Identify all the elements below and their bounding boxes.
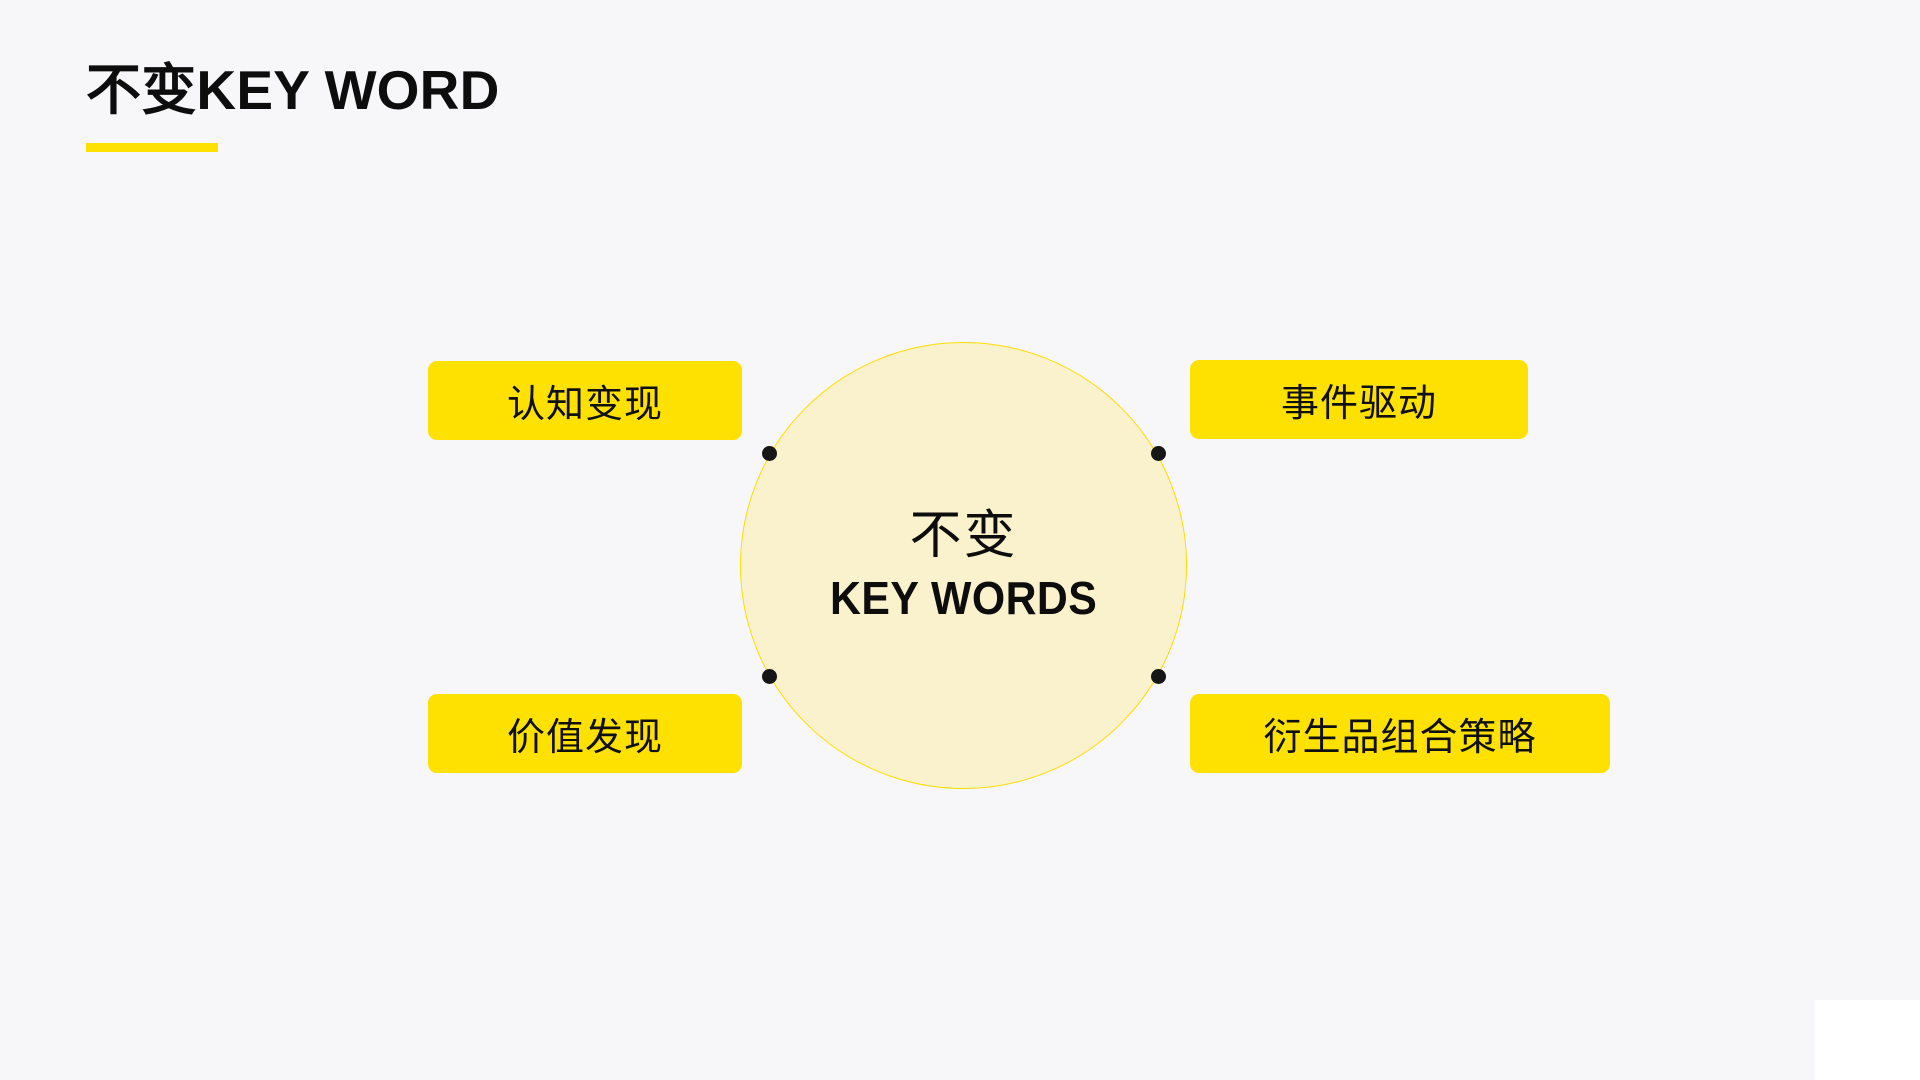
connector-dot-top-right — [1151, 446, 1166, 461]
title-block: 不变KEY WORD — [86, 59, 500, 152]
keyword-pill-bottom-left[interactable]: 价值发现 — [428, 694, 742, 773]
connector-dot-bottom-right — [1151, 669, 1166, 684]
keyword-pill-top-left[interactable]: 认知变现 — [428, 361, 742, 440]
keyword-pill-top-right[interactable]: 事件驱动 — [1190, 360, 1528, 439]
hub-label-cn: 不变 — [909, 507, 1018, 566]
corner-panel — [1815, 1000, 1920, 1080]
diagram-hub-circle: 不变 KEY WORDS — [740, 342, 1187, 789]
keyword-pill-bottom-right[interactable]: 衍生品组合策略 — [1190, 694, 1610, 773]
connector-dot-top-left — [762, 446, 777, 461]
page-title: 不变KEY WORD — [86, 59, 500, 121]
hub-label-en: KEY WORDS — [829, 572, 1098, 625]
connector-dot-bottom-left — [762, 669, 777, 684]
title-underline-rule — [86, 142, 218, 152]
